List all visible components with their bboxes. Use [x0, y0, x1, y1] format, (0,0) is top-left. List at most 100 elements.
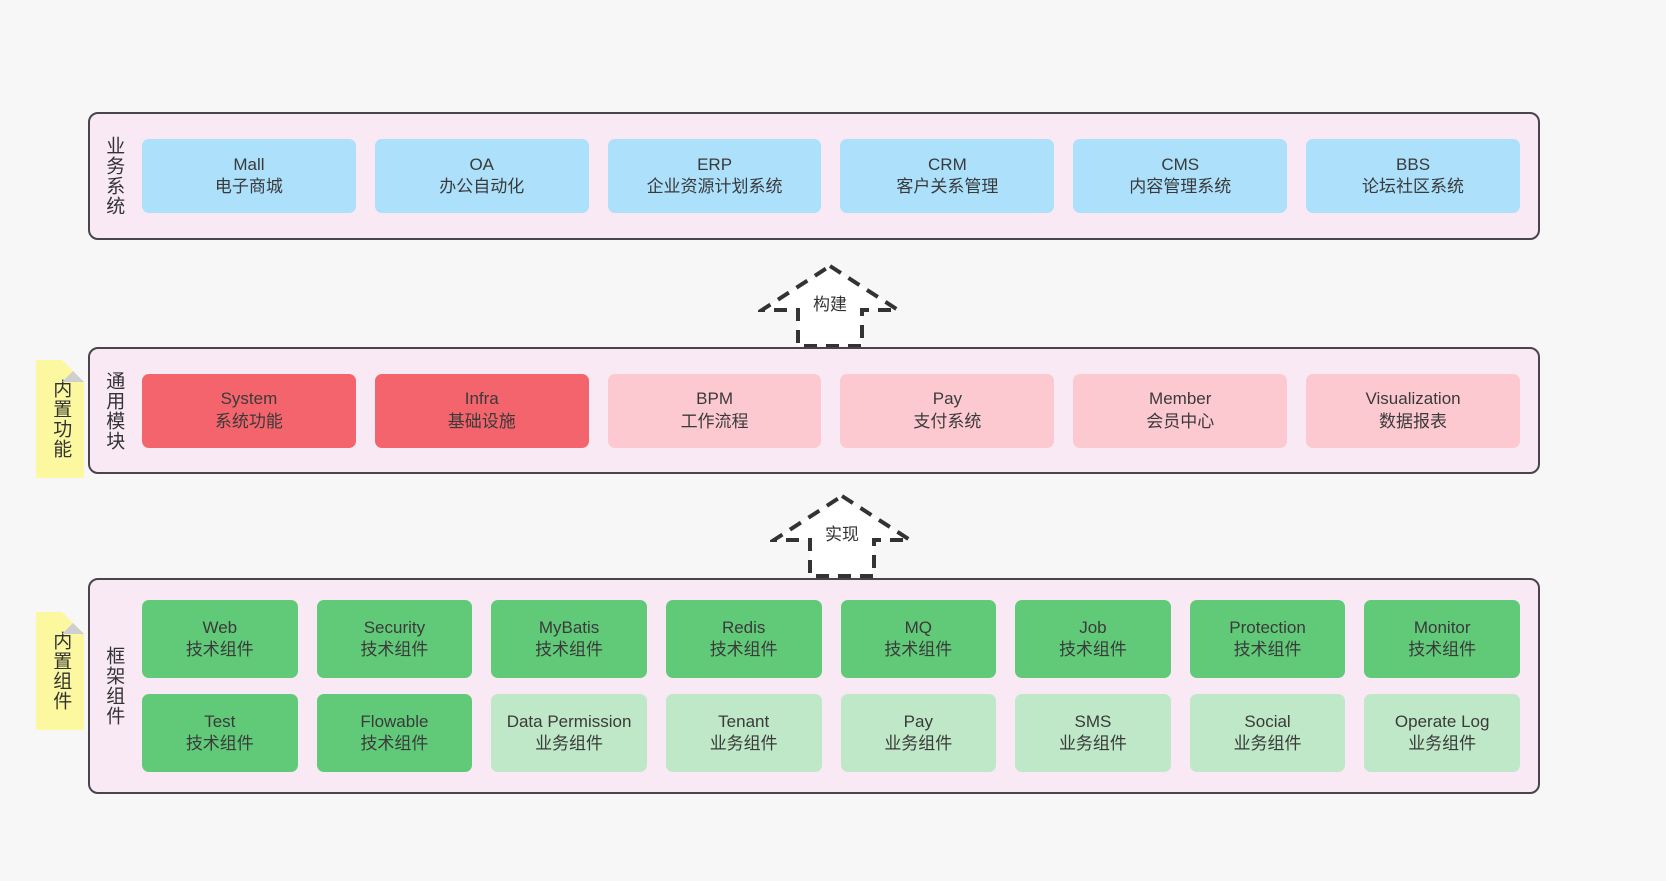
component-card-redis[interactable]: Redis 技术组件	[665, 600, 822, 678]
component-card-crm[interactable]: CRM 客户关系管理	[840, 139, 1055, 213]
component-card-oa[interactable]: OA 办公自动化	[374, 139, 589, 213]
arrow-label-implement: 实现	[825, 525, 859, 544]
card-subtitle: 技术组件	[185, 734, 254, 753]
card-subtitle: 支付系统	[913, 411, 982, 431]
component-card-tenant[interactable]: Tenant 业务组件	[665, 694, 822, 772]
card-title: Pay	[932, 389, 963, 409]
card-title: Flowable	[360, 711, 429, 731]
layer-business-systems: 业务系统 Mall 电子商城 OA 办公自动化 ERP 企业资源计划系统 CRM…	[88, 112, 1540, 240]
component-card-pay[interactable]: Pay 支付系统	[840, 373, 1055, 448]
component-card-operate-log[interactable]: Operate Log 业务组件	[1364, 694, 1520, 772]
layer-framework-components: 框架组件 Web 技术组件 Security 技术组件 MyBatis 技术组件…	[88, 578, 1540, 794]
component-card-cms[interactable]: CMS 内容管理系统	[1073, 139, 1288, 213]
card-subtitle: 内容管理系统	[1129, 177, 1232, 196]
layer-body-framework-components: Web 技术组件 Security 技术组件 MyBatis 技术组件 Redi…	[136, 580, 1538, 792]
card-title: Web	[202, 617, 238, 637]
card-subtitle: 基础设施	[447, 411, 516, 431]
card-title: Monitor	[1413, 617, 1471, 637]
card-title: BPM	[696, 389, 733, 409]
component-card-infra[interactable]: Infra 基础设施	[374, 373, 589, 448]
component-card-flowable[interactable]: Flowable 技术组件	[316, 694, 473, 772]
card-subtitle: 技术组件	[535, 640, 604, 659]
card-title: Job	[1079, 617, 1107, 637]
card-subtitle: 业务组件	[1058, 734, 1127, 753]
card-subtitle: 论坛社区系统	[1362, 177, 1465, 196]
card-title: CRM	[928, 154, 967, 174]
card-title: MQ	[904, 617, 932, 637]
card-subtitle: 客户关系管理	[896, 177, 999, 196]
component-card-visualization[interactable]: Visualization 数据报表	[1306, 373, 1520, 448]
card-subtitle: 会员中心	[1146, 411, 1215, 431]
component-card-security[interactable]: Security 技术组件	[316, 600, 473, 678]
sticky-note-label: 内置组件	[50, 631, 72, 711]
card-title: Redis	[721, 617, 766, 637]
card-title: Pay	[903, 711, 933, 731]
layer-title-business-systems: 业务系统	[103, 136, 125, 216]
card-subtitle: 技术组件	[185, 640, 254, 659]
component-card-erp[interactable]: ERP 企业资源计划系统	[607, 139, 822, 213]
card-title: OA	[469, 154, 495, 174]
component-row: Mall 电子商城 OA 办公自动化 ERP 企业资源计划系统 CRM 客户关系…	[142, 139, 1520, 213]
card-subtitle: 技术组件	[360, 640, 429, 659]
card-title: Test	[204, 711, 236, 731]
card-title: Protection	[1229, 617, 1306, 637]
sticky-note-builtin-features: 内置功能	[36, 360, 84, 478]
card-subtitle: 技术组件	[709, 640, 778, 659]
card-title: Tenant	[718, 711, 770, 731]
component-card-system[interactable]: System 系统功能	[142, 373, 356, 448]
card-title: Security	[363, 617, 426, 637]
card-title: MyBatis	[538, 617, 600, 637]
dashed-up-arrow-icon	[770, 493, 914, 578]
layer-title-common-modules: 通用模块	[103, 370, 125, 451]
component-card-social[interactable]: Social 业务组件	[1189, 694, 1346, 772]
card-title: Mall	[233, 154, 265, 174]
card-subtitle: 业务组件	[709, 734, 778, 753]
component-card-member[interactable]: Member 会员中心	[1073, 373, 1288, 448]
card-subtitle: 系统功能	[214, 411, 283, 431]
component-card-pay-business[interactable]: Pay 业务组件	[840, 694, 997, 772]
layer-common-modules: 通用模块 System 系统功能 Infra 基础设施 BPM 工作流程 Pay…	[88, 347, 1540, 474]
card-title: SMS	[1074, 711, 1112, 731]
component-card-sms[interactable]: SMS 业务组件	[1015, 694, 1171, 772]
card-subtitle: 电子商城	[214, 177, 283, 196]
component-card-mq[interactable]: MQ 技术组件	[840, 600, 997, 678]
layer-body-common-modules: System 系统功能 Infra 基础设施 BPM 工作流程 Pay 支付系统…	[136, 349, 1538, 472]
card-subtitle: 技术组件	[884, 640, 953, 659]
card-title: Visualization	[1365, 389, 1461, 409]
card-subtitle: 业务组件	[1233, 734, 1302, 753]
card-subtitle: 技术组件	[1408, 640, 1477, 659]
card-subtitle: 工作流程	[680, 411, 749, 431]
component-card-monitor[interactable]: Monitor 技术组件	[1364, 600, 1520, 678]
card-subtitle: 数据报表	[1379, 411, 1448, 431]
component-row: Test 技术组件 Flowable 技术组件 Data Permission …	[142, 694, 1520, 772]
card-title: Infra	[464, 389, 499, 409]
card-title: BBS	[1396, 154, 1431, 174]
layer-title-framework-components: 框架组件	[103, 646, 125, 726]
sticky-note-builtin-components: 内置组件	[36, 612, 84, 730]
arrow-label-build: 构建	[813, 295, 847, 314]
card-title: Data Permission	[506, 711, 632, 731]
card-title: Member	[1149, 389, 1212, 409]
component-card-job[interactable]: Job 技术组件	[1015, 600, 1171, 678]
card-title: CMS	[1161, 154, 1200, 174]
card-subtitle: 企业资源计划系统	[646, 177, 783, 196]
component-card-data-permission[interactable]: Data Permission 业务组件	[491, 694, 647, 772]
component-card-mall[interactable]: Mall 电子商城	[142, 139, 356, 213]
card-title: ERP	[697, 154, 733, 174]
component-card-mybatis[interactable]: MyBatis 技术组件	[491, 600, 647, 678]
component-card-test[interactable]: Test 技术组件	[142, 694, 298, 772]
card-subtitle: 业务组件	[535, 734, 604, 753]
component-card-bbs[interactable]: BBS 论坛社区系统	[1306, 139, 1520, 213]
layer-body-business-systems: Mall 电子商城 OA 办公自动化 ERP 企业资源计划系统 CRM 客户关系…	[136, 114, 1538, 238]
card-subtitle: 办公自动化	[439, 177, 525, 196]
component-card-web[interactable]: Web 技术组件	[142, 600, 298, 678]
dashed-up-arrow-icon	[758, 263, 902, 348]
component-card-bpm[interactable]: BPM 工作流程	[607, 373, 822, 448]
card-subtitle: 业务组件	[884, 734, 953, 753]
component-card-protection[interactable]: Protection 技术组件	[1189, 600, 1346, 678]
card-title: System	[220, 389, 278, 409]
arrow-implement: 实现	[770, 492, 914, 580]
card-title: Operate Log	[1394, 711, 1490, 731]
card-subtitle: 技术组件	[360, 734, 429, 753]
